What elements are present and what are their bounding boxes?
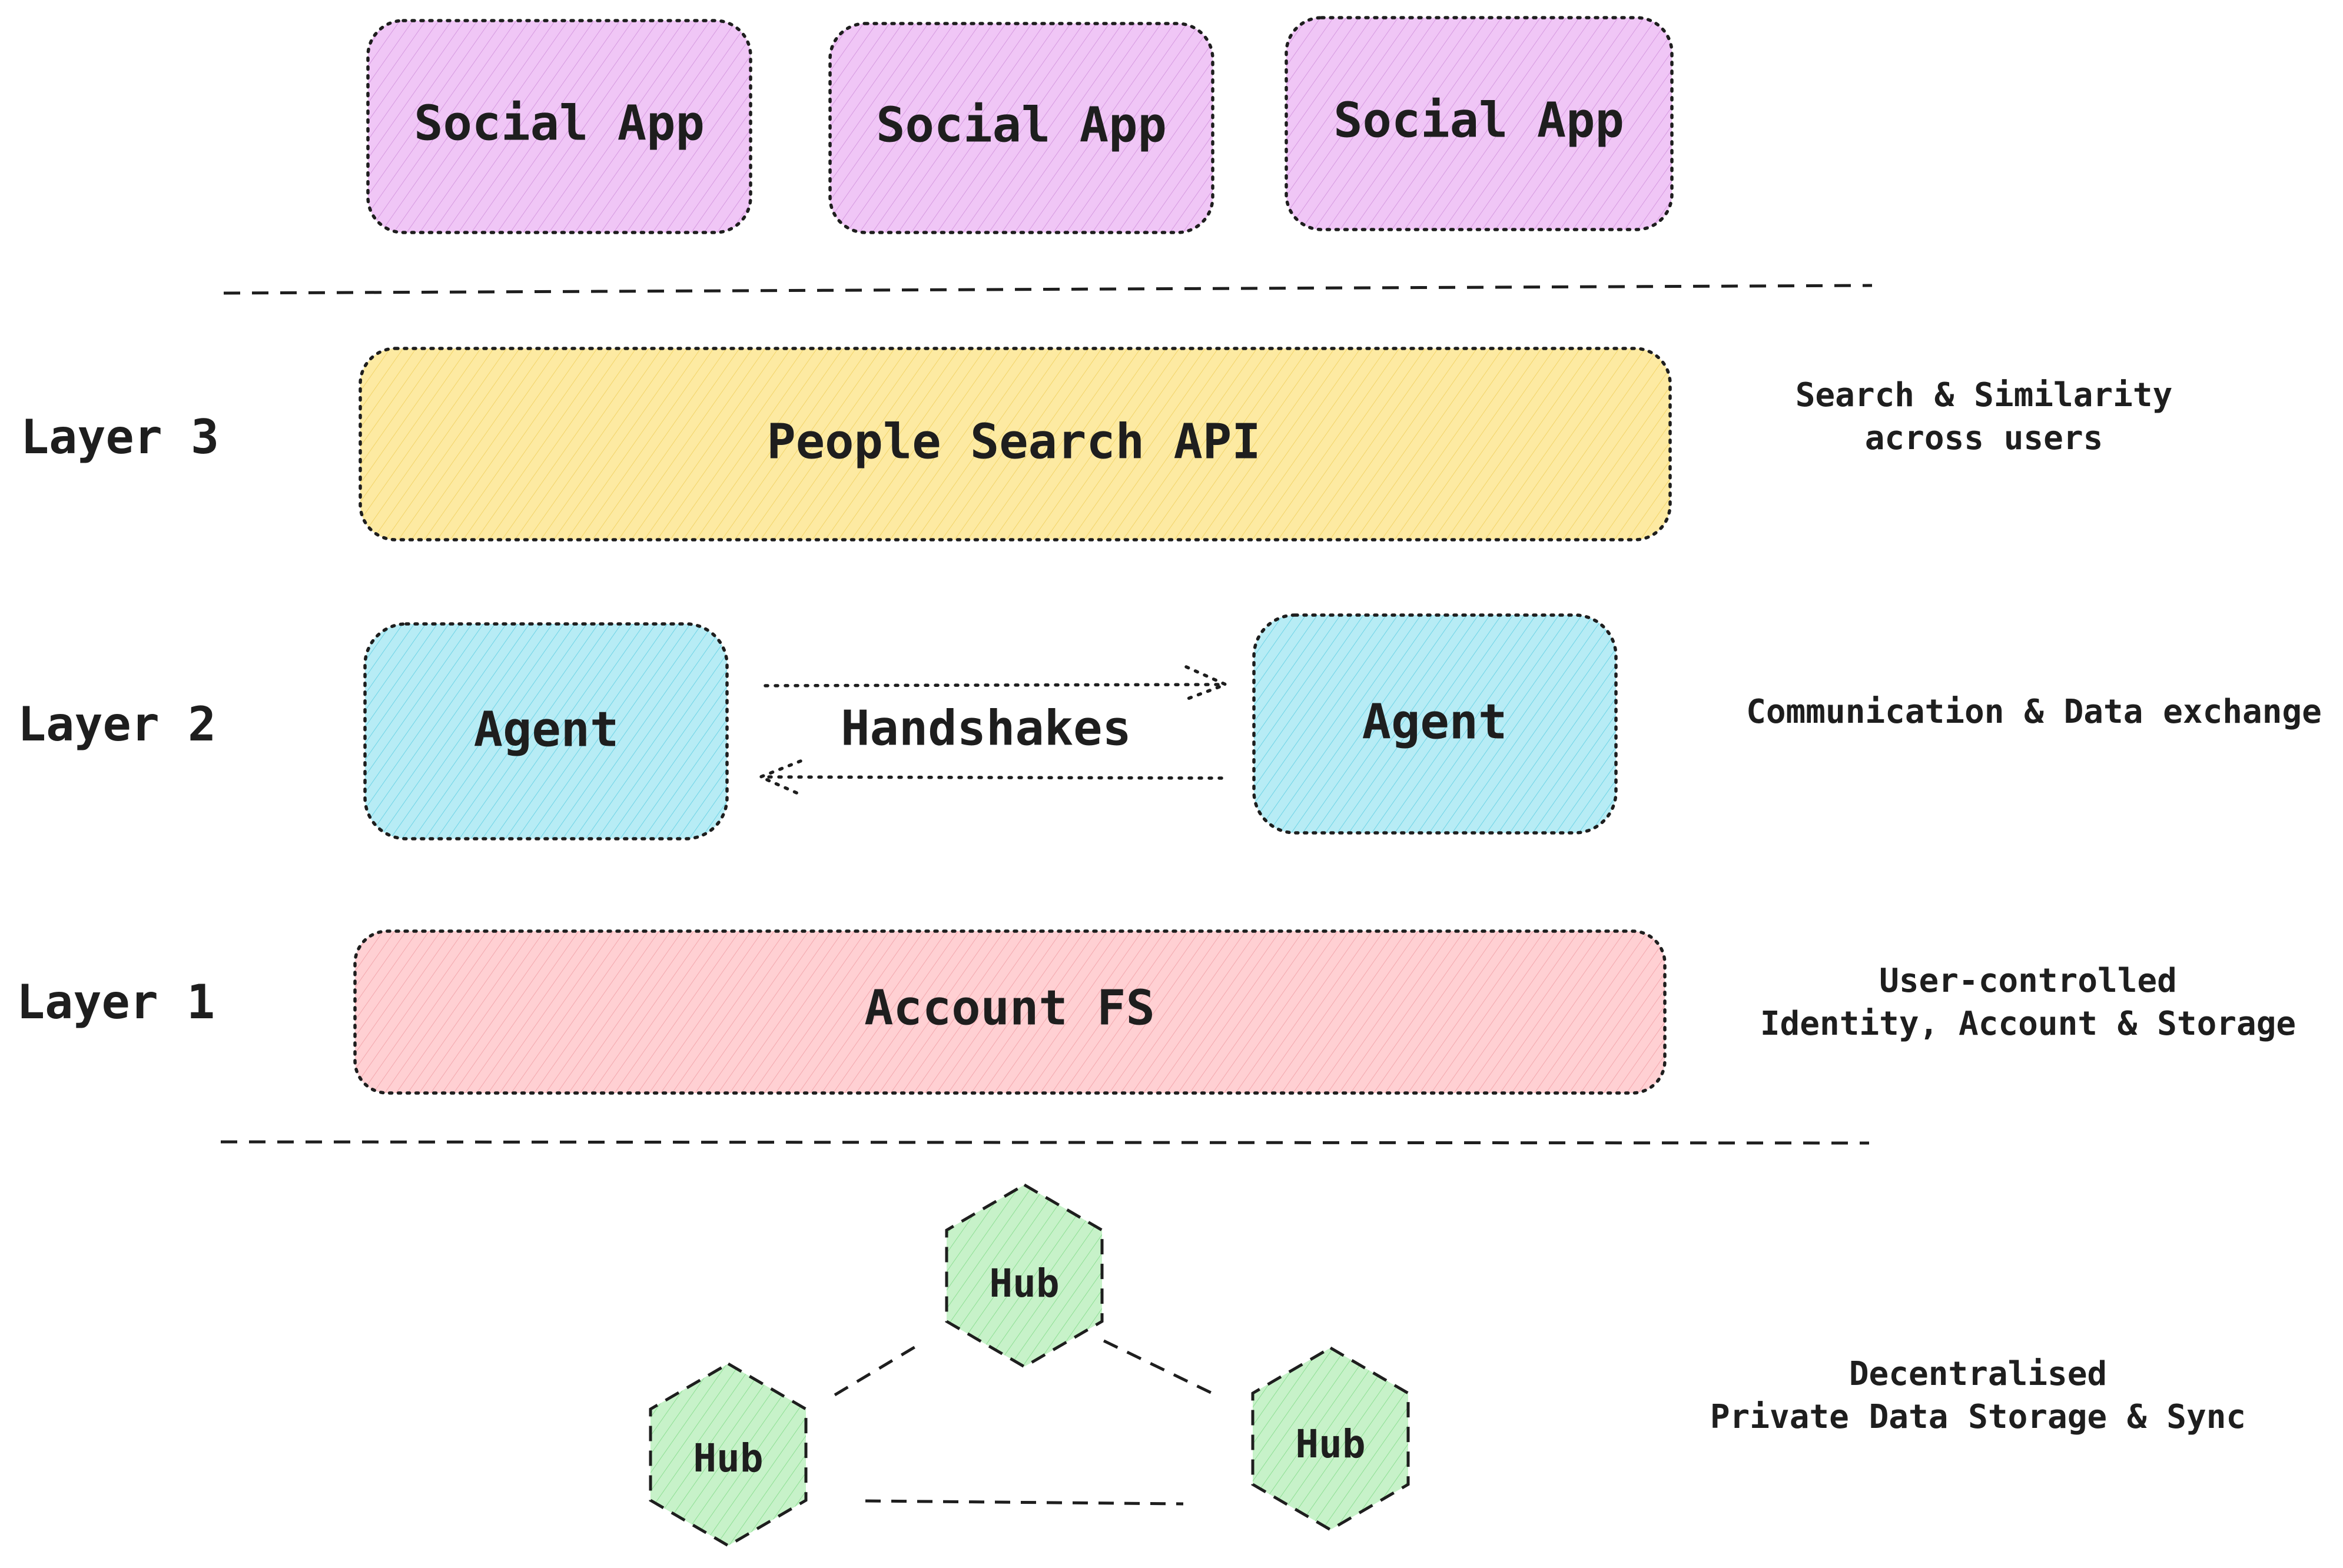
hub-link-top-left	[834, 1343, 920, 1397]
hub-node-right: Hub	[1251, 1346, 1410, 1532]
hub-label: Hub	[1295, 1421, 1365, 1467]
layer-2-note: Communication & Data exchange	[1746, 693, 2322, 731]
layer-1-label: Layer 1	[16, 975, 215, 1029]
people-search-api-box: People Search API	[359, 347, 1672, 542]
handshake-arrow-right	[764, 665, 1230, 701]
social-app-label: Social App	[1333, 92, 1624, 148]
social-app-label: Social App	[876, 97, 1167, 153]
hubs-note-line-1: Decentralised	[1849, 1355, 2107, 1393]
handshake-arrow-left	[756, 759, 1223, 796]
account-fs-box: Account FS	[353, 929, 1667, 1095]
handshakes-label: Handshakes	[841, 700, 1131, 756]
hub-node-left: Hub	[649, 1362, 808, 1547]
social-app-label: Social App	[414, 95, 705, 151]
bottom-separator-line	[220, 1140, 1870, 1145]
hubs-note-line-2: Private Data Storage & Sync	[1710, 1398, 2246, 1436]
agent-box-left: Agent	[363, 622, 729, 841]
layer-1-note-line-2: Identity, Account & Storage	[1760, 1005, 2296, 1043]
hub-node-top: Hub	[945, 1183, 1104, 1368]
account-fs-label: Account FS	[864, 980, 1155, 1036]
hub-label: Hub	[693, 1436, 763, 1481]
hub-link-bottom	[865, 1499, 1184, 1506]
social-app-box-3: Social App	[1285, 16, 1674, 231]
top-separator-line	[223, 284, 1873, 295]
hub-label: Hub	[989, 1261, 1059, 1306]
people-search-api-label: People Search API	[766, 414, 1260, 470]
agent-label-left: Agent	[474, 702, 619, 758]
social-app-box-1: Social App	[366, 19, 752, 234]
agent-label-right: Agent	[1362, 694, 1508, 750]
layer-1-note-line-1: User-controlled	[1879, 962, 2177, 1000]
hub-link-top-right	[1103, 1339, 1217, 1397]
layer-3-note-line-2: across users	[1865, 419, 2103, 457]
layer-3-label: Layer 3	[21, 410, 219, 464]
layer-2-label: Layer 2	[18, 697, 216, 752]
social-app-box-2: Social App	[828, 22, 1214, 234]
agent-box-right: Agent	[1252, 613, 1618, 835]
layer-3-note-line-1: Search & Similarity	[1796, 376, 2173, 414]
